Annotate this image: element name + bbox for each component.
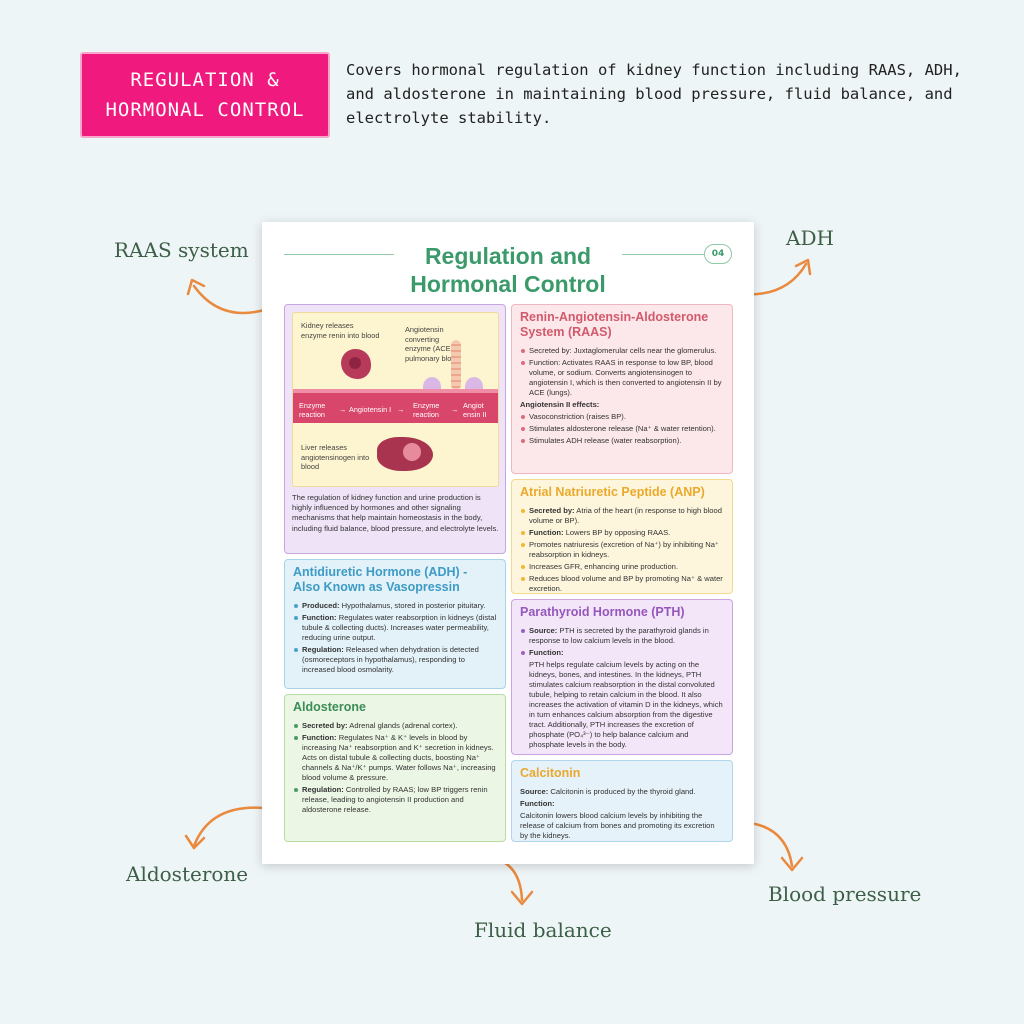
pth-source-text: PTH is secreted by the parathyroid gland… xyxy=(529,626,709,645)
raas-title: Renin-Angiotensin-Aldosterone System (RA… xyxy=(520,310,709,339)
sheet-title: Regulation and Hormonal Control xyxy=(262,242,754,298)
list-item: Function: Lowers BP by opposing RAAS. xyxy=(520,528,724,538)
anp-card: Atrial Natriuretic Peptide (ANP) Secrete… xyxy=(511,479,733,594)
raas-diagram: Kidney releases enzyme renin into blood … xyxy=(292,312,499,487)
list-item: Vasoconstriction (raises BP). xyxy=(520,412,724,422)
raas-card: Renin-Angiotensin-Aldosterone System (RA… xyxy=(511,304,733,474)
adh-function-label: Function: xyxy=(302,613,337,622)
calcitonin-function: Function: xyxy=(520,799,724,809)
aldosterone-function-text: Regulates Na⁺ & K⁺ levels in blood by in… xyxy=(302,733,496,782)
pth-title: Parathyroid Hormone (PTH) xyxy=(520,605,685,619)
adh-list: Produced: Hypothalamus, stored in poster… xyxy=(293,601,497,675)
pth-body: PTH helps regulate calcium levels by act… xyxy=(529,660,723,749)
list-item: Stimulates ADH release (water reabsorpti… xyxy=(520,436,724,446)
sheet-title-line-1: Regulation and xyxy=(424,243,592,269)
flow-arrow-1: → xyxy=(339,405,347,414)
anp-secreted-label: Secreted by: xyxy=(529,506,575,515)
page-number: 04 xyxy=(704,244,732,264)
list-item: Reduces blood volume and BP by promoting… xyxy=(520,574,724,593)
raas-list: Secreted by: Juxtaglomerular cells near … xyxy=(520,346,724,398)
adh-produced-label: Produced: xyxy=(302,601,340,610)
flow-arrow-2: → xyxy=(397,405,405,414)
anp-secreted-text: Atria of the heart (in response to high … xyxy=(529,506,722,525)
list-item: Function: Regulates Na⁺ & K⁺ levels in b… xyxy=(293,733,497,783)
aldosterone-title: Aldosterone xyxy=(293,700,366,714)
worksheet-page: 04 Regulation and Hormonal Control Kidne… xyxy=(262,222,754,864)
flow-arrow-3: → xyxy=(451,405,459,414)
title-rule-right xyxy=(622,254,704,255)
sheet-title-line-2: Hormonal Control xyxy=(410,271,606,297)
list-item: Function: Activates RAAS in response to … xyxy=(520,358,724,398)
calcitonin-title: Calcitonin xyxy=(520,766,581,780)
pth-function-label: Function: xyxy=(529,648,564,657)
badge-line-2: HORMONAL CONTROL xyxy=(105,99,305,121)
kidney-label: Kidney releases enzyme renin into blood xyxy=(301,321,380,340)
gallbladder-icon xyxy=(403,443,421,461)
adh-produced-text: Hypothalamus, stored in posterior pituit… xyxy=(339,601,486,610)
blood-vessel-band xyxy=(293,393,498,423)
list-item: Source: PTH is secreted by the parathyro… xyxy=(520,626,724,646)
anp-list: Secreted by: Atria of the heart (in resp… xyxy=(520,506,724,593)
callout-aldosterone: Aldosterone xyxy=(126,862,249,886)
list-item: Produced: Hypothalamus, stored in poster… xyxy=(293,601,497,611)
list-item: Regulation: Released when dehydration is… xyxy=(293,645,497,675)
adh-regulation-text: Released when dehydration is detected (o… xyxy=(302,645,479,674)
liver-label: Liver releases angiotensinogen into bloo… xyxy=(301,443,370,471)
flow-angiotensin-1: Angiotensin I xyxy=(349,405,392,414)
aldosterone-function-label: Function: xyxy=(302,733,337,742)
arrow-aldosterone-icon xyxy=(184,806,266,850)
adh-title: Antidiuretic Hormone (ADH) - Also Known … xyxy=(293,565,468,594)
list-item: Increases GFR, enhancing urine productio… xyxy=(520,562,724,572)
list-item: Secreted by: Juxtaglomerular cells near … xyxy=(520,346,724,356)
ace-label: Angiotensin converting enzyme (ACE) in p… xyxy=(405,325,461,363)
adh-function-text: Regulates water reabsorption in kidneys … xyxy=(302,613,497,642)
anp-function-text: Lowers BP by opposing RAAS. xyxy=(563,528,671,537)
title-badge: REGULATION & HORMONAL CONTROL xyxy=(80,52,330,138)
calcitonin-source: Source: Calcitonin is produced by the th… xyxy=(520,787,724,797)
trachea-icon xyxy=(451,340,461,390)
flow-angiotensin-2: Angiot ensin II xyxy=(463,401,487,419)
calcitonin-card: Calcitonin Source: Calcitonin is produce… xyxy=(511,760,733,842)
intro-text: Covers hormonal regulation of kidney fun… xyxy=(346,61,962,127)
flow-enzyme-reaction-2: Enzyme reaction xyxy=(413,401,440,419)
list-item: Secreted by: Adrenal glands (adrenal cor… xyxy=(293,721,497,731)
list-item: Regulation: Controlled by RAAS; low BP t… xyxy=(293,785,497,815)
aldosterone-card: Aldosterone Secreted by: Adrenal glands … xyxy=(284,694,506,842)
list-item: Promotes natriuresis (excretion of Na⁺) … xyxy=(520,540,724,560)
kidney-hilum-icon xyxy=(349,357,361,369)
aldosterone-secreted-text: Adrenal glands (adrenal cortex). xyxy=(347,721,458,730)
title-rule-left xyxy=(284,254,394,255)
callout-blood-pressure: Blood pressure xyxy=(768,882,922,906)
calcitonin-body: Calcitonin lowers blood calcium levels b… xyxy=(520,811,715,840)
pth-source-label: Source: xyxy=(529,626,558,635)
callout-adh: ADH xyxy=(786,226,834,250)
anp-function-label: Function: xyxy=(529,528,564,537)
calcitonin-function-label: Function: xyxy=(520,799,555,808)
calcitonin-source-label: Source: xyxy=(520,787,549,796)
calcitonin-source-text: Calcitonin is produced by the thyroid gl… xyxy=(548,787,696,796)
aldosterone-list: Secreted by: Adrenal glands (adrenal cor… xyxy=(293,721,497,815)
intro-paragraph: The regulation of kidney function and ur… xyxy=(292,493,499,533)
aldosterone-regulation-text: Controlled by RAAS; low BP triggers reni… xyxy=(302,785,488,814)
raas-effects-heading: Angiotensin II effects: xyxy=(520,400,600,409)
raas-effects-list: Vasoconstriction (raises BP). Stimulates… xyxy=(520,412,724,446)
list-item: Secreted by: Atria of the heart (in resp… xyxy=(520,506,724,526)
aldosterone-regulation-label: Regulation: xyxy=(302,785,344,794)
flow-enzyme-reaction-1: Enzyme reaction xyxy=(299,401,326,419)
list-item: Function: Regulates water reabsorption i… xyxy=(293,613,497,643)
list-item: Function: xyxy=(520,648,724,658)
vessel-band-top xyxy=(293,389,498,393)
adh-regulation-label: Regulation: xyxy=(302,645,344,654)
aldosterone-secreted-label: Secreted by: xyxy=(302,721,348,730)
adh-card: Antidiuretic Hormone (ADH) - Also Known … xyxy=(284,559,506,689)
pth-list: Source: PTH is secreted by the parathyro… xyxy=(520,626,724,658)
raas-diagram-card: Kidney releases enzyme renin into blood … xyxy=(284,304,506,554)
badge-line-1: REGULATION & xyxy=(130,69,280,91)
pth-card: Parathyroid Hormone (PTH) Source: PTH is… xyxy=(511,599,733,755)
callout-raas: RAAS system xyxy=(114,238,249,262)
list-item: Stimulates aldosterone release (Na⁺ & wa… xyxy=(520,424,724,434)
arrow-raas-icon xyxy=(186,278,266,315)
anp-title: Atrial Natriuretic Peptide (ANP) xyxy=(520,485,705,499)
callout-fluid-balance: Fluid balance xyxy=(474,918,612,942)
